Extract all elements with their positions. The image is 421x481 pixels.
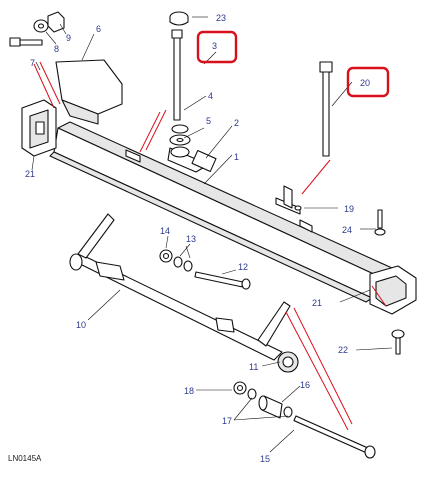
callout-7[interactable]: 7 [30,58,35,68]
callout-22[interactable]: 22 [338,345,348,355]
callout-11[interactable]: 11 [249,362,258,372]
installation-lines [33,61,387,431]
bumper-beam [49,121,393,303]
washer-stack [169,124,191,158]
fastener-24 [374,209,386,236]
callout-labels: 1 2 3 4 5 6 7 8 9 10 11 12 13 14 15 16 1… [25,13,370,464]
callout-15[interactable]: 15 [260,454,270,464]
callout-18[interactable]: 18 [184,386,194,396]
washer-8 [33,19,49,33]
bracket-19 [275,185,302,215]
callout-17[interactable]: 17 [222,416,232,426]
callout-13[interactable]: 13 [186,234,196,244]
highlight-box-3 [196,30,238,64]
bolt-12 [194,271,251,290]
callout-19[interactable]: 19 [344,204,354,214]
callout-5[interactable]: 5 [206,116,211,126]
callout-21-right[interactable]: 21 [312,298,322,308]
callout-4[interactable]: 4 [208,91,213,101]
bolt-7 [9,37,43,47]
callout-3[interactable]: 3 [212,41,217,51]
nut-9 [47,11,65,33]
end-cap-left [21,99,57,157]
bush-11 [277,351,299,373]
bolt-15 [293,415,376,459]
cap-23 [169,11,189,26]
figure-code: LN0145A [8,454,42,463]
callout-14[interactable]: 14 [160,226,170,236]
highlight-box-20 [346,66,390,98]
callout-10[interactable]: 10 [76,320,86,330]
bush-14 [159,249,173,263]
callout-23[interactable]: 23 [216,13,226,23]
bolt-20 [319,61,333,157]
end-cap-right [369,265,417,315]
callout-12[interactable]: 12 [238,262,248,272]
overrider-6 [55,59,123,125]
leader-lines [31,16,393,453]
callout-16[interactable]: 16 [300,380,310,390]
callout-6[interactable]: 6 [96,24,101,34]
callout-20[interactable]: 20 [360,78,370,88]
washers-17 [247,388,293,418]
bush-18 [233,381,247,395]
callout-8[interactable]: 8 [54,44,59,54]
callout-1[interactable]: 1 [234,152,239,162]
callout-2[interactable]: 2 [234,118,239,128]
callout-9[interactable]: 9 [66,33,71,43]
tube-10 [69,213,291,361]
callout-21-left[interactable]: 21 [25,169,35,179]
bush-16 [258,395,283,419]
washers-13 [173,256,193,272]
bolt-3 [171,29,183,121]
plug-22 [391,329,405,355]
callout-24[interactable]: 24 [342,225,352,235]
